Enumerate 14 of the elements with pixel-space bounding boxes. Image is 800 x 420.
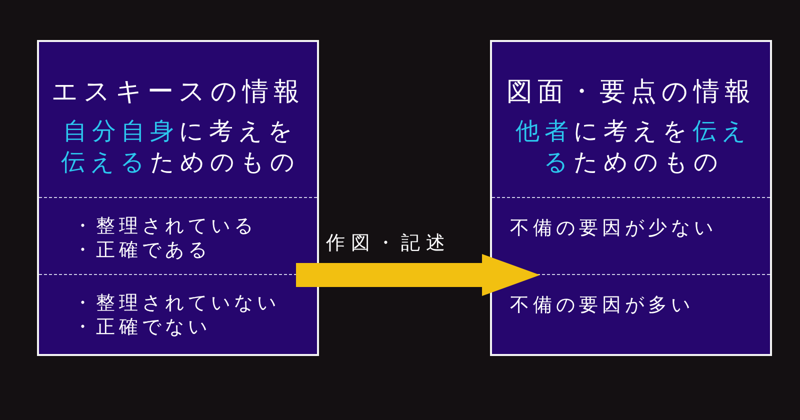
arrow (296, 254, 540, 296)
list-text: ・整理されていない (73, 291, 281, 315)
list-text: ・正確である (73, 238, 212, 262)
list-text: ・整理されている (73, 214, 258, 238)
panel-heading: エスキースの情報 (50, 76, 306, 109)
list-text: ・正確でない (73, 315, 212, 339)
edge-label: 作図・記述 (326, 231, 451, 256)
panel-subtitle: 自分自身に考えを伝えるためのもの (60, 116, 301, 178)
panel-heading: 図面・要点の情報 (506, 76, 756, 109)
list-text: 不備の要因が少ない (510, 216, 718, 240)
list-text: 不備の要因が多い (510, 293, 695, 317)
info-panel (37, 40, 319, 356)
panel-subtitle: 他者に考えを伝えるためのもの (514, 116, 752, 178)
info-panel (490, 40, 772, 356)
